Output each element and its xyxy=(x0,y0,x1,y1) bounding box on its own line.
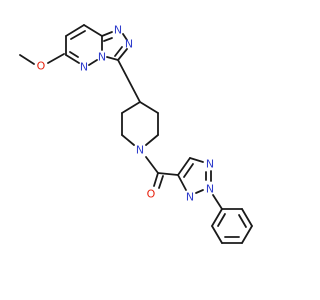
bond-c3-pip xyxy=(117,59,141,103)
bond-co-double xyxy=(158,175,164,189)
bond-pip-4 xyxy=(121,134,135,146)
bond-ph-2-double xyxy=(238,214,247,228)
atom-methoxy-o: O xyxy=(37,60,46,73)
bond-tz-c4-c5-double xyxy=(183,163,194,178)
bond-tz-c4-c5 xyxy=(177,157,191,176)
bond-methyl-o xyxy=(19,54,35,65)
bond-ntop-nright xyxy=(122,33,128,41)
atom-label-layer: O N N N N N O N N N xyxy=(37,24,214,204)
atom-phenyl-triazole-n3: N xyxy=(186,191,194,204)
molecule-structure: O N N N N N O N N N xyxy=(19,24,253,244)
atom-pyridazine-n1: N xyxy=(80,61,88,74)
bond-c3a-ntop-double xyxy=(103,37,113,42)
atom-triazole-n3: N xyxy=(114,24,122,37)
atom-triazole-n4: N xyxy=(125,38,133,51)
bond-nright-c3-double xyxy=(114,46,123,57)
bond-n2-n1 xyxy=(88,59,98,66)
bond-c4-c3a xyxy=(83,24,103,37)
bond-n-phenyl xyxy=(212,194,223,210)
bond-c5-c4-double xyxy=(70,30,86,40)
bond-c5-c4 xyxy=(65,24,85,37)
bond-o-c6 xyxy=(47,53,65,64)
bond-ph-6-double xyxy=(217,213,226,227)
bond-nright-c3 xyxy=(117,48,128,61)
bond-carbonyl-triazole xyxy=(157,172,179,176)
atom-phenyl-triazole-n2: N xyxy=(206,183,214,196)
bond-pip-3 xyxy=(145,134,159,146)
bond-layer xyxy=(19,24,253,244)
bond-tz-c5-n1 xyxy=(189,157,204,163)
bond-n1-c6-double xyxy=(69,51,79,58)
atom-pyridazine-n2: N xyxy=(98,51,106,64)
bond-c3-n2 xyxy=(106,56,119,61)
bond-co xyxy=(153,172,159,187)
bond-ph-2 xyxy=(241,208,253,227)
atom-carbonyl-o: O xyxy=(147,188,156,201)
bond-ph-5 xyxy=(211,225,223,244)
atom-piperidine-n: N xyxy=(136,144,144,157)
bond-ph-6 xyxy=(211,208,223,227)
bond-n1-c6 xyxy=(65,54,80,64)
atom-phenyl-triazole-n1: N xyxy=(206,158,214,171)
bond-n-carbonyl xyxy=(145,156,159,174)
bond-ph-3 xyxy=(241,225,253,244)
bond-pip-6 xyxy=(121,101,141,114)
bond-tz-n2-n3 xyxy=(195,189,204,194)
bond-pip-1 xyxy=(139,101,159,114)
bond-tz-n3-c4 xyxy=(177,174,187,191)
bond-c3a-ntop xyxy=(101,31,113,37)
